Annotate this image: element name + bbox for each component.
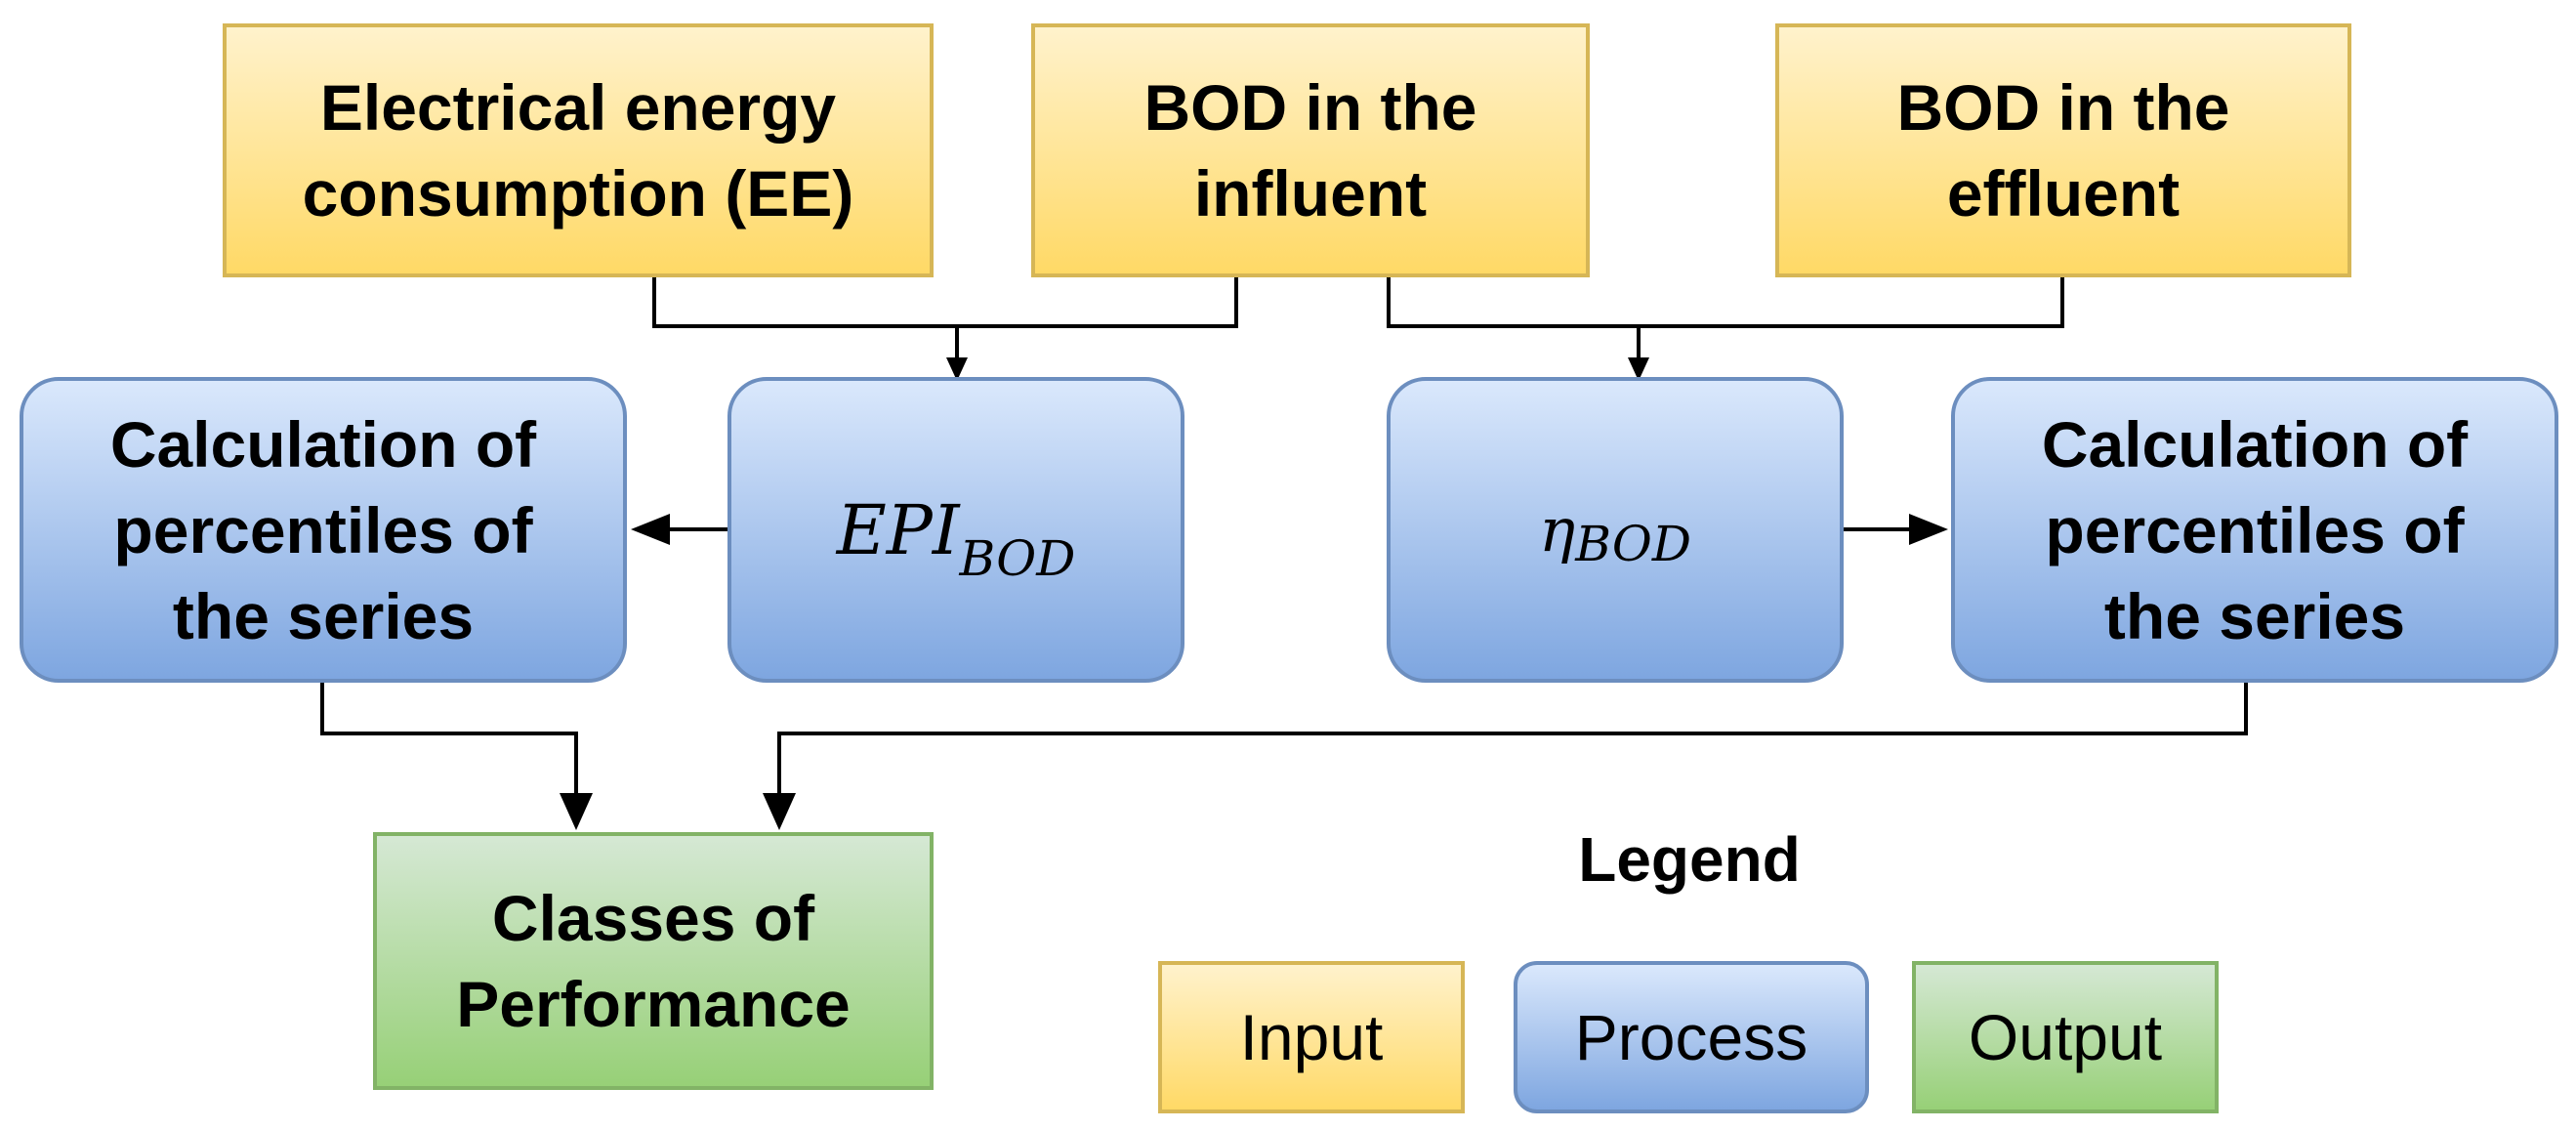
input-box-bod-effluent: BOD in the effluent xyxy=(1775,23,2351,277)
input-label-energy: Electrical energy consumption (EE) xyxy=(302,71,854,230)
epi-symbol: EPI xyxy=(836,489,960,570)
process-box-right-percentiles: Calculation of percentiles of the series xyxy=(1951,377,2558,683)
connector-influent-to-eta xyxy=(1387,277,1641,367)
process-label-left-percentiles: Calculation of percentiles of the series xyxy=(109,407,537,652)
legend-output-swatch: Output xyxy=(1912,961,2219,1113)
legend-process-swatch: Process xyxy=(1514,961,1869,1113)
eta-symbol: η xyxy=(1539,494,1576,565)
connector-influent-to-epi xyxy=(957,277,1238,328)
process-box-eta-bod: ηBOD xyxy=(1387,377,1844,683)
arrowhead-into-eta xyxy=(1628,357,1649,381)
legend-title: Legend xyxy=(1578,824,1801,895)
connector-energy-to-epi xyxy=(652,277,959,367)
connector-left-percentiles-to-classes xyxy=(320,683,578,801)
arrowhead-right-into-classes xyxy=(763,793,796,830)
eta-bod-formula: ηBOD xyxy=(1539,494,1691,572)
eta-subscript: BOD xyxy=(1575,516,1691,572)
legend-process-label: Process xyxy=(1574,1001,1808,1073)
process-box-left-percentiles: Calculation of percentiles of the series xyxy=(20,377,627,683)
epi-subscript: BOD xyxy=(959,529,1076,587)
input-box-energy: Electrical energy consumption (EE) xyxy=(223,23,934,277)
connector-right-percentiles-to-classes xyxy=(777,683,2248,801)
legend-input-swatch: Input xyxy=(1158,961,1465,1113)
input-label-bod-influent: BOD in the influent xyxy=(1143,71,1477,230)
input-box-bod-influent: BOD in the influent xyxy=(1031,23,1590,277)
arrowhead-into-left-percentiles xyxy=(631,514,670,545)
output-box-classes: Classes of Performance xyxy=(373,832,934,1090)
input-label-bod-effluent: BOD in the effluent xyxy=(1896,71,2230,230)
arrowhead-into-right-percentiles xyxy=(1909,514,1948,545)
process-label-right-percentiles: Calculation of percentiles of the series xyxy=(2041,407,2469,652)
arrowhead-into-epi xyxy=(946,357,968,381)
legend-input-label: Input xyxy=(1239,1001,1384,1073)
epi-bod-formula: EPIBOD xyxy=(836,489,1076,587)
process-box-epi-bod: EPIBOD xyxy=(727,377,1184,683)
output-label-classes: Classes of Performance xyxy=(456,882,851,1040)
connector-effluent-to-eta xyxy=(1639,277,2064,328)
arrowhead-left-into-classes xyxy=(560,793,593,830)
legend-output-label: Output xyxy=(1968,1001,2163,1073)
